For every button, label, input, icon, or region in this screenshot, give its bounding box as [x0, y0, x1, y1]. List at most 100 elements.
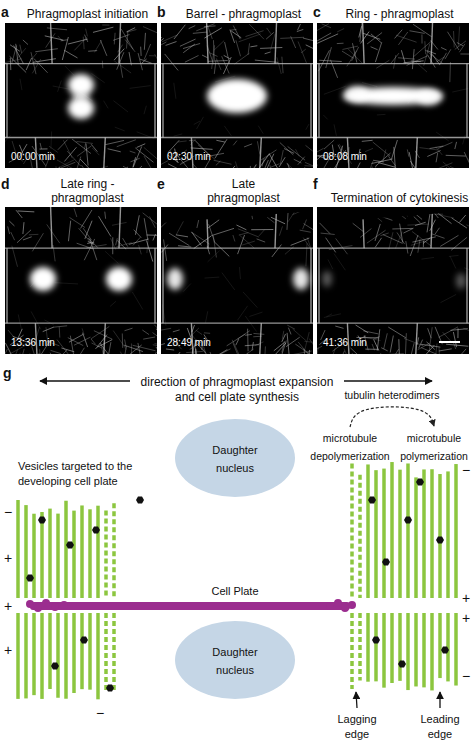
microtubule-fiber: [351, 348, 365, 354]
microtubule-fiber: [303, 38, 313, 44]
microtubule-fiber: [463, 135, 466, 145]
microtubule-fiber: [297, 24, 300, 30]
microtubule-fiber: [440, 294, 456, 302]
cell-wall: [207, 23, 209, 64]
microtubule-fiber: [222, 273, 235, 290]
microtubule-fiber: [274, 342, 285, 351]
microtubule-fiber: [178, 246, 191, 247]
cell-wall: [51, 23, 53, 64]
microtubule-fiber: [206, 311, 208, 322]
microtubule-fiber: [89, 166, 108, 168]
microtubule-fiber: [138, 53, 142, 70]
microtubule: [438, 613, 442, 678]
microtubule-fiber: [135, 166, 142, 168]
microtubule-fiber: [53, 326, 67, 327]
microtubule-fiber: [371, 34, 381, 43]
microtubule-fiber: [406, 241, 408, 253]
microtubule-fiber: [371, 353, 381, 354]
microtubule-fiber: [204, 277, 219, 279]
microtubule-fiber: [391, 53, 399, 63]
microtubule-fiber: [429, 327, 432, 351]
cell-plate-bar: [30, 602, 350, 610]
microtubule-fiber: [251, 229, 273, 230]
microtubule-fiber: [210, 352, 216, 354]
microtubule-fiber: [68, 338, 83, 346]
microtubule-fiber: [304, 167, 305, 168]
vesicle: [136, 497, 144, 504]
microtubule-fiber: [435, 228, 439, 234]
microtubule-fiber: [352, 47, 359, 61]
microtubule-fiber: [91, 144, 97, 151]
cell-wall: [416, 323, 418, 354]
microtubule-fiber: [53, 86, 71, 89]
microtubule-fiber: [418, 239, 420, 252]
microtubule-fiber: [17, 230, 31, 243]
microtubule-fiber: [12, 141, 16, 152]
microtubule-fiber: [396, 35, 416, 42]
microtubule-fiber: [300, 230, 311, 232]
process-label: microtubule polymerization: [398, 428, 470, 464]
microtubule: [40, 613, 44, 699]
microtubule: [56, 613, 60, 698]
vesicle: [404, 517, 412, 524]
microtubule-fiber: [57, 162, 75, 168]
microtubule-fiber: [131, 343, 132, 354]
scale-bar: [439, 341, 460, 343]
microtubule-fiber: [453, 332, 456, 347]
polarity-sign: +: [462, 610, 470, 626]
phragmoplast-signal: [73, 90, 89, 102]
microtubule-fiber: [319, 60, 342, 61]
cell-wall: [5, 247, 157, 248]
microtubule: [390, 613, 394, 683]
microtubule-fiber: [282, 331, 284, 339]
microtubule: [406, 613, 410, 690]
microtubule: [438, 474, 442, 598]
microtubule: [96, 506, 100, 598]
microtubule-fiber: [443, 162, 459, 168]
microtubule-fiber: [122, 333, 123, 347]
microtubule-fiber: [143, 27, 157, 33]
microtubule-fiber: [294, 159, 302, 163]
microtubule-fiber: [164, 239, 167, 261]
microtubule-fiber: [409, 152, 414, 168]
microtubule-fiber: [360, 229, 371, 238]
microtubule-fiber: [288, 163, 296, 168]
microtubule-fiber: [58, 167, 60, 168]
microtubule-fiber: [114, 33, 116, 45]
cell-wall: [431, 23, 433, 64]
direction-note: direction of phragmoplast expansion and …: [141, 375, 334, 404]
cell-wall: [5, 137, 157, 138]
pointer-arrow: [40, 380, 130, 381]
microtubule: [350, 613, 354, 689]
polarity-sign: +: [4, 550, 12, 566]
panel-title: Late ring - phragmoplast: [33, 177, 143, 207]
micrograph-panel: bBarrel - phragmoplast02:30 min: [161, 3, 313, 168]
microtubule-fiber: [130, 151, 136, 153]
microtubule-fiber: [286, 337, 300, 347]
microtubule-fiber: [265, 52, 271, 54]
microtubule-fiber: [334, 124, 336, 135]
microtubule-fiber: [52, 350, 67, 354]
microtubule-fiber: [104, 212, 106, 219]
micrograph-background: [5, 207, 157, 354]
microtubule-fiber: [88, 50, 97, 52]
microtubule-fiber: [102, 24, 109, 25]
microtubule: [398, 613, 402, 681]
microtubule-fiber: [166, 352, 180, 354]
registration-edge: [317, 207, 469, 223]
microtubule-fiber: [293, 329, 306, 341]
microtubule-fiber: [64, 147, 76, 161]
microtubule: [414, 613, 418, 686]
microtubule-fiber: [288, 146, 305, 160]
microtubule: [72, 613, 76, 693]
microtubule-fiber: [47, 224, 60, 243]
microtubule-fiber: [273, 343, 286, 354]
microtubule-fiber: [214, 160, 232, 164]
phragmoplast-signal: [106, 267, 132, 291]
microtubule-fiber: [324, 86, 346, 94]
microtubule-fiber: [173, 330, 180, 332]
micrograph: [161, 23, 313, 168]
microtubule-fiber: [235, 161, 240, 168]
microtubule: [64, 501, 68, 598]
microtubule-fiber: [324, 314, 341, 318]
